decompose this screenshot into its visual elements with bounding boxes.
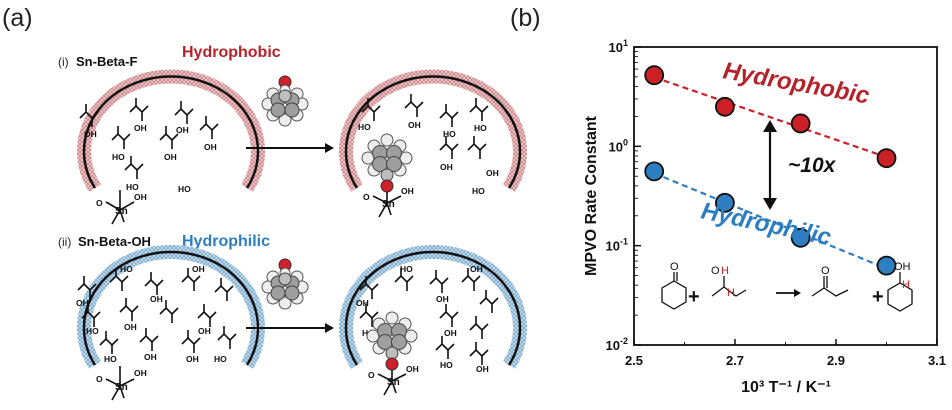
- svg-text:OH: OH: [444, 328, 457, 338]
- ratio-arrow: [763, 120, 777, 210]
- svg-text:OH: OH: [436, 294, 449, 304]
- svg-text:OH: OH: [401, 186, 414, 196]
- svg-text:OH: OH: [192, 264, 205, 274]
- svg-text:HO: HO: [474, 123, 487, 133]
- bulky-molecule-i: [261, 75, 309, 127]
- ratio-label: ~10x: [788, 154, 837, 177]
- panel-a-label: (a): [2, 4, 33, 32]
- svg-text:OH: OH: [76, 298, 89, 308]
- svg-text:HO: HO: [472, 186, 485, 196]
- row-ii-material: Sn-Beta-OH: [78, 234, 151, 249]
- svg-text:HO: HO: [112, 152, 125, 162]
- fit-line-hydrophobic: [653, 76, 887, 159]
- point-hydrophilic: [715, 192, 735, 213]
- panel-b-label: (b): [510, 4, 541, 32]
- series-label-hydrophobic: Hydrophobic: [721, 57, 871, 109]
- svg-text:OH: OH: [486, 168, 499, 178]
- x-tick-label: 2.9: [827, 353, 845, 368]
- y-axis-title: MPVO Rate Constant: [583, 115, 600, 276]
- arrhenius-chart: 2.5 2.7 2.9 3.1 101 100 10-1 10-2 MPVO Rate Con…: [583, 38, 946, 396]
- svg-text:HO: HO: [400, 264, 413, 274]
- point-hydrophobic: [644, 65, 665, 86]
- svg-text:OH: OH: [124, 322, 137, 332]
- svg-text:Sn: Sn: [382, 199, 395, 210]
- svg-text:OH: OH: [134, 123, 147, 133]
- pore-hydrophilic-after: OH HO OH OH HO OH HO OH Sn O OH: [339, 245, 527, 396]
- svg-text:O: O: [363, 192, 370, 202]
- pore-hydrophobic-after: HO OH HO HO OH OH HO Sn O OH: [339, 69, 527, 218]
- svg-text:O: O: [670, 261, 679, 273]
- svg-text:Sn: Sn: [115, 382, 128, 393]
- svg-text:HO: HO: [358, 122, 371, 132]
- x-tick-label: 2.7: [726, 353, 744, 368]
- point-hydrophobic: [876, 148, 897, 169]
- svg-text:OH: OH: [164, 152, 177, 162]
- svg-text:HO: HO: [120, 264, 133, 274]
- svg-text:O: O: [368, 370, 375, 380]
- svg-text:OH: OH: [204, 142, 217, 152]
- svg-text:OH: OH: [894, 261, 911, 273]
- svg-text:HO: HO: [443, 129, 456, 139]
- svg-text:OH: OH: [134, 368, 147, 378]
- svg-text:H: H: [721, 265, 729, 277]
- svg-text:OH: OH: [150, 294, 163, 304]
- svg-text:OH: OH: [356, 298, 369, 308]
- svg-text:Sn: Sn: [387, 377, 400, 388]
- svg-text:OH: OH: [406, 364, 419, 374]
- svg-text:OH: OH: [408, 120, 421, 130]
- y-tick-label: 10-1: [606, 237, 628, 254]
- row-ii-property: Hydrophilic: [182, 233, 270, 250]
- svg-text:O: O: [821, 265, 830, 277]
- row-ii-roman: (ii): [58, 235, 71, 249]
- row-i-property: Hydrophobic: [182, 44, 281, 61]
- svg-text:HO: HO: [104, 354, 117, 364]
- plus-1: +: [688, 286, 700, 308]
- svg-text:OH: OH: [134, 192, 147, 202]
- svg-text:HO: HO: [214, 354, 227, 364]
- pore-hydrophilic-before: OH HO OH OH HO OH OH HO OH OH HO Sn O OH: [76, 245, 265, 401]
- x-tick-label: 3.1: [928, 353, 946, 368]
- row-i-material: Sn-Beta-F: [76, 54, 137, 69]
- reaction-scheme: O + O H H O + OH H: [661, 261, 913, 312]
- svg-text:OH: OH: [470, 264, 483, 274]
- fit-line-hydrophilic: [653, 172, 887, 270]
- svg-text:O: O: [96, 374, 103, 384]
- y-tick-label: 101: [609, 38, 628, 55]
- point-hydrophilic: [790, 227, 811, 248]
- point-hydrophilic: [876, 255, 897, 276]
- y-tick-label: 10-2: [606, 336, 628, 353]
- svg-text:HO: HO: [86, 326, 99, 336]
- series-label-hydrophilic: Hydrophilic: [699, 197, 834, 251]
- svg-text:O: O: [96, 198, 103, 208]
- bulky-molecule-ii: [261, 258, 309, 310]
- svg-text:O: O: [711, 265, 720, 277]
- x-tick-label: 2.5: [625, 353, 643, 368]
- point-hydrophobic: [790, 113, 811, 134]
- x-axis-title: 10³ T⁻¹ / K⁻¹: [741, 379, 831, 396]
- svg-text:OH: OH: [440, 162, 453, 172]
- svg-text:OH: OH: [476, 364, 489, 374]
- svg-text:H: H: [902, 279, 910, 291]
- svg-text:OH: OH: [186, 354, 199, 364]
- pore-hydrophobic-before: OH OH OH HO OH HO OH HO Sn O OH: [77, 69, 265, 225]
- svg-text:OH: OH: [84, 129, 97, 139]
- svg-text:HO: HO: [440, 360, 453, 370]
- point-hydrophobic: [715, 96, 735, 117]
- svg-text:H: H: [727, 287, 735, 299]
- svg-text:OH: OH: [176, 125, 189, 135]
- svg-text:OH: OH: [198, 326, 211, 336]
- point-hydrophilic: [644, 161, 665, 182]
- svg-text:HO: HO: [178, 184, 191, 194]
- y-tick-label: 100: [609, 137, 628, 154]
- svg-text:HO: HO: [126, 182, 139, 192]
- plus-2: +: [872, 286, 884, 308]
- svg-text:OH: OH: [144, 352, 157, 362]
- svg-text:Sn: Sn: [115, 206, 128, 217]
- row-i-roman: (i): [58, 55, 69, 69]
